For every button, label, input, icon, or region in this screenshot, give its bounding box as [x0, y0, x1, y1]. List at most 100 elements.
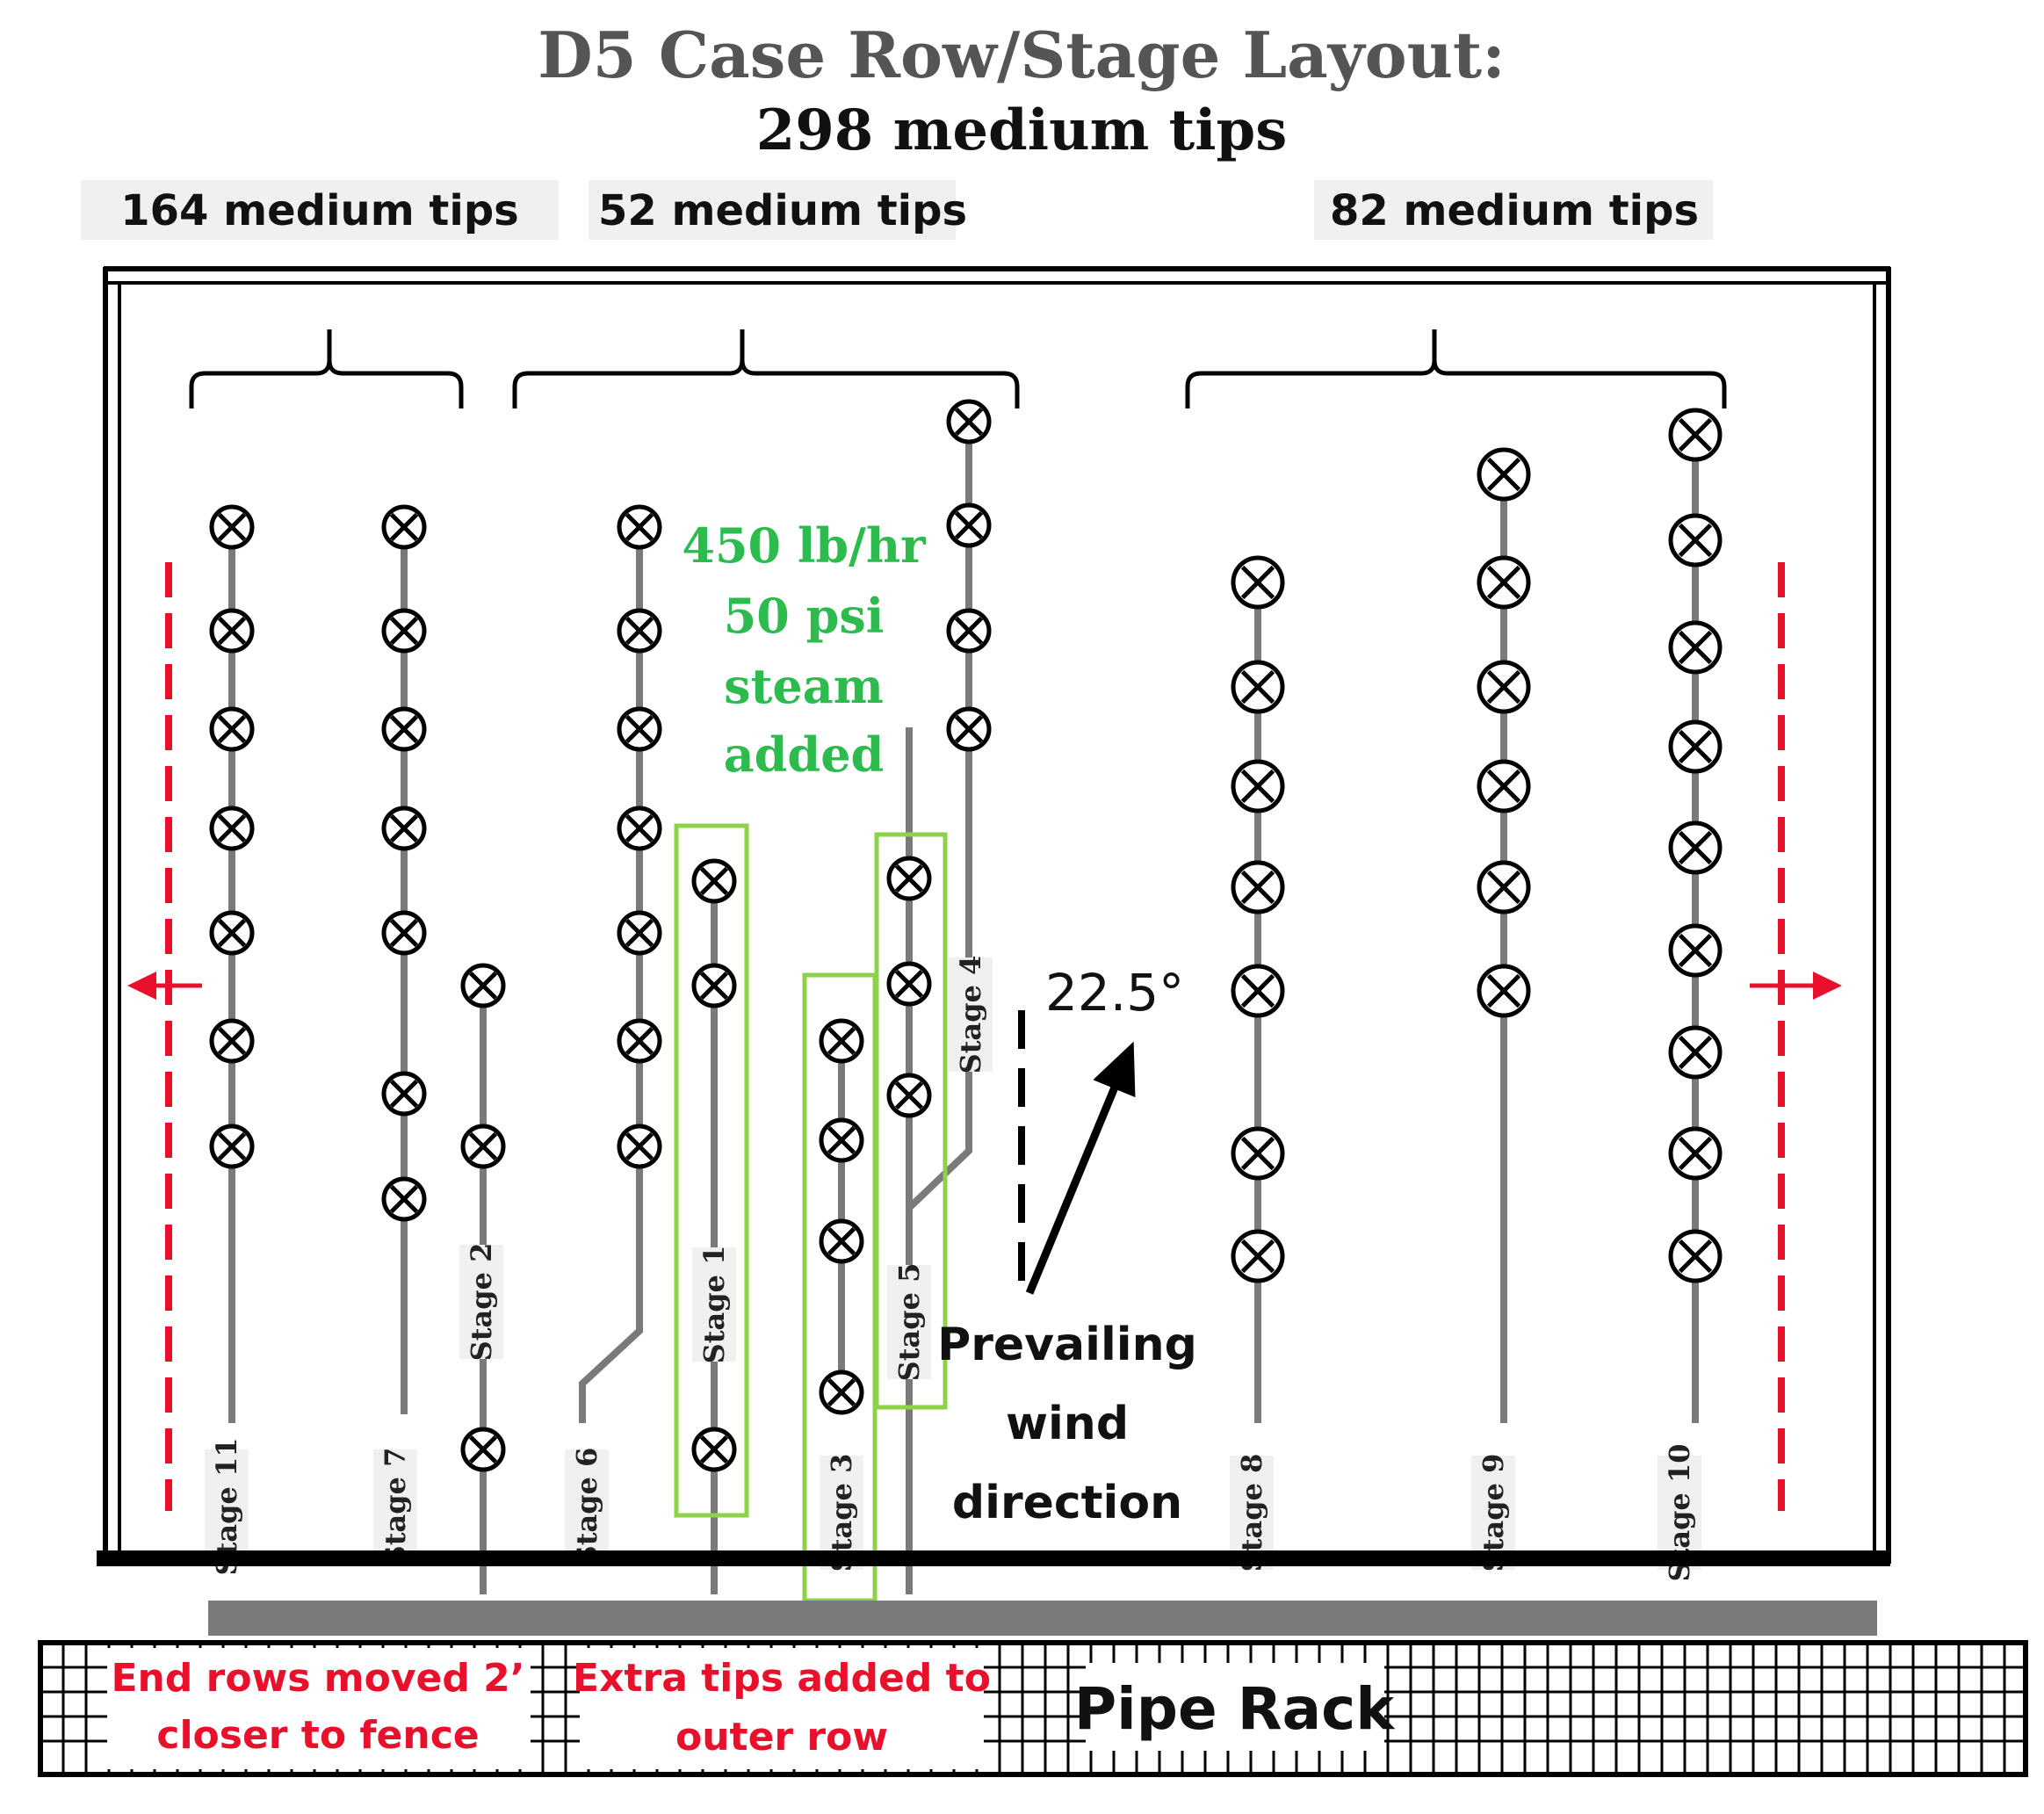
tip-icon: [381, 910, 427, 956]
tip-icon: [1668, 1126, 1723, 1181]
steam-note-line-1: 450 lb/hr: [682, 517, 926, 574]
tip-icon: [1477, 759, 1531, 813]
stage-label-tag: Stage 2: [459, 1243, 503, 1362]
tip-icon: [819, 1117, 864, 1163]
diagram-subtitle: 298 medium tips: [756, 98, 1288, 163]
tip-icon: [617, 608, 662, 654]
tip-icon: [1668, 1229, 1723, 1283]
highlight-stage-5: [874, 832, 948, 1410]
tip-icon: [209, 1018, 255, 1064]
tip-icon: [1668, 1025, 1723, 1080]
steam-note-line-3: steam: [724, 658, 884, 714]
stage-label: Stage 2: [465, 1243, 498, 1362]
steam-note-line-4: added: [724, 726, 885, 783]
wind-angle-label: 22.5°: [1045, 963, 1184, 1023]
pipe-rack-label: Pipe Rack: [1074, 1675, 1396, 1743]
tip-icon: [946, 706, 992, 752]
stage-label-tag: Stage 1: [692, 1246, 736, 1363]
tip-icon: [617, 504, 662, 550]
tip-icon: [946, 502, 992, 548]
tip-icon: [1668, 820, 1723, 875]
end-rows-note-line-1: End rows moved 2’: [111, 1656, 524, 1701]
stage-label: Stage 5: [892, 1263, 926, 1382]
tip-icon: [1231, 660, 1285, 714]
tip-icon: [209, 806, 255, 851]
right-arrow-head-icon: [1813, 972, 1842, 1000]
tip-icon: [381, 1176, 427, 1222]
wind-label-line-3: direction: [952, 1477, 1182, 1529]
extra-tips-note-line-1: Extra tips added to: [573, 1656, 991, 1701]
tip-icon: [1668, 923, 1723, 978]
wind-arrow-icon: [1025, 1072, 1124, 1295]
tip-icon: [460, 1124, 506, 1169]
group-label-left: 164 medium tips: [120, 186, 519, 235]
stage-label-tag: Stage 5: [887, 1263, 931, 1382]
tip-icon: [1668, 513, 1723, 567]
stage-label-tag: Stage 4: [949, 956, 993, 1074]
tip-icon: [1231, 964, 1285, 1018]
note-box-extra-tips: [580, 1648, 984, 1769]
tip-icon: [1668, 408, 1723, 462]
tip-icon: [209, 706, 255, 752]
stage-label-tag: Stage 6: [565, 1448, 609, 1566]
tip-icon: [617, 706, 662, 752]
tip-icon: [381, 504, 427, 550]
tip-icon: [209, 1124, 255, 1169]
stage-label: Stage 6: [570, 1448, 603, 1566]
tip-icon: [819, 1018, 864, 1064]
brace-middle: [512, 329, 1020, 408]
tip-icon: [617, 1018, 662, 1064]
note-box-end-rows: [107, 1648, 531, 1769]
tip-icon: [946, 399, 992, 444]
tip-icon: [381, 706, 427, 752]
tip-icon: [1477, 555, 1531, 610]
group-braces: [189, 329, 1727, 408]
tip-icon: [691, 858, 737, 904]
tip-icon: [209, 910, 255, 956]
wind-arrow-head-icon: [1093, 1041, 1136, 1098]
tip-icon: [617, 806, 662, 851]
tip-icon: [381, 608, 427, 654]
tip-icon: [1477, 660, 1531, 714]
tip-icon: [886, 961, 932, 1007]
tip-icon: [1231, 555, 1285, 610]
tip-icon: [1231, 759, 1285, 813]
tip-icon: [691, 1427, 737, 1472]
group-label-right: 82 medium tips: [1330, 186, 1699, 235]
tip-icon: [1231, 1229, 1285, 1283]
tip-icon: [209, 608, 255, 654]
stage-label: Stage 4: [954, 956, 987, 1074]
end-row-markers: [127, 562, 1842, 1511]
tip-icon: [460, 963, 506, 1008]
pipe-rack: End rows moved 2’ closer to fence Extra …: [38, 1640, 2028, 1777]
tip-icon: [1477, 860, 1531, 914]
tip-icon: [617, 910, 662, 956]
tip-icon: [819, 1370, 864, 1415]
tip-markers: [209, 399, 1723, 1472]
wind-label-line-1: Prevailing: [937, 1319, 1197, 1371]
fence: [103, 266, 1891, 1564]
tip-icon: [1668, 719, 1723, 774]
main-header-pipe: [208, 1601, 1877, 1636]
tip-icon: [946, 608, 992, 654]
tip-icon: [209, 504, 255, 550]
group-label-box-right: [1314, 180, 1713, 240]
wind-direction: 22.5° Prevailing wind direction: [937, 963, 1197, 1529]
highlight-stage-1: [674, 823, 749, 1518]
steam-note-line-2: 50 psi: [724, 588, 885, 644]
diagram-title: D5 Case Row/Stage Layout:: [538, 18, 1506, 92]
tip-icon: [886, 856, 932, 901]
extra-tips-note-line-2: outer row: [675, 1715, 888, 1760]
group-label-middle: 52 medium tips: [598, 186, 967, 235]
tip-icon: [460, 1427, 506, 1472]
tip-icon: [691, 963, 737, 1008]
tip-icon: [1231, 1126, 1285, 1181]
tip-icon: [1477, 447, 1531, 502]
steam-note: 450 lb/hr 50 psi steam added: [682, 517, 926, 783]
stage-label-tag: Stage 7: [373, 1448, 417, 1565]
tip-icon: [381, 1071, 427, 1117]
pipe-rack-label-box: [1086, 1663, 1384, 1751]
left-arrow-head-icon: [127, 972, 156, 1000]
